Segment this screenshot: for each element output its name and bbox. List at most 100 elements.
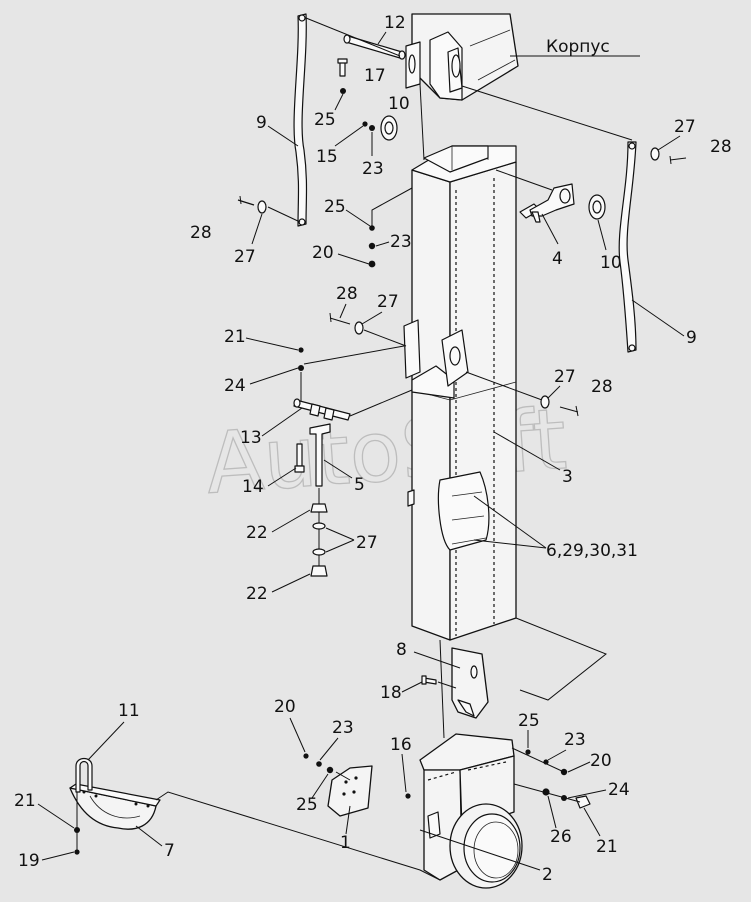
callout-21a: 21 — [224, 327, 246, 347]
callout-2: 2 — [542, 865, 553, 885]
part-28-27-left — [237, 195, 267, 214]
leader-23b — [375, 241, 390, 247]
callout-27e: 27 — [356, 533, 378, 553]
callout-14: 14 — [242, 477, 264, 497]
leader-21a — [245, 337, 299, 351]
leader-19 — [41, 851, 75, 861]
leader-9b — [631, 299, 685, 337]
callout-21c: 21 — [14, 791, 36, 811]
leader-7 — [135, 825, 163, 847]
callout-6-29-30-31: 6,29,30,31 — [546, 541, 638, 561]
leader-22a — [271, 509, 311, 533]
callout-8: 8 — [396, 640, 407, 660]
callout-25b: 25 — [324, 197, 346, 217]
callout-28c: 28 — [336, 284, 358, 304]
fastener-chain-lower-left — [303, 753, 334, 774]
leader-27c — [361, 311, 383, 325]
part-10-washer-right — [588, 194, 606, 220]
callout-15: 15 — [316, 147, 338, 167]
callout-27c: 27 — [377, 292, 399, 312]
callout-28a: 28 — [190, 223, 212, 243]
callout-3: 3 — [562, 467, 573, 487]
part-4-lever — [529, 183, 575, 223]
callout-4: 4 — [552, 249, 563, 269]
leader-6b — [473, 539, 547, 549]
callout-27b: 27 — [674, 117, 696, 137]
part-24-washer-mid — [298, 365, 304, 371]
callout-26: 26 — [550, 827, 572, 847]
assembly-line-tray — [155, 791, 441, 881]
housing-top — [405, 13, 519, 101]
part-2-spout — [419, 733, 523, 889]
leader-25c — [311, 773, 329, 799]
callout-23a: 23 — [362, 159, 384, 179]
callout-17: 17 — [364, 66, 386, 86]
callout-27a: 27 — [234, 247, 256, 267]
assembly-line-bottom-right — [515, 617, 607, 701]
callout-7: 7 — [164, 841, 175, 861]
callout-21b: 21 — [596, 837, 618, 857]
fastener-stack-left — [368, 225, 376, 268]
assembly-line-plate — [437, 681, 457, 689]
callout-9b: 9 — [686, 328, 697, 348]
callout-22a: 22 — [246, 523, 268, 543]
assembly-line-right-chain-1 — [511, 747, 565, 773]
leader-26 — [547, 795, 557, 829]
assembly-line-lever — [495, 169, 553, 191]
leader-20a — [337, 253, 370, 265]
assembly-line-left-pin — [267, 206, 301, 223]
assembly-line-right-chain-2 — [513, 783, 581, 803]
callout-22b: 22 — [246, 584, 268, 604]
callout-5: 5 — [354, 475, 365, 495]
assembly-line-left-stack — [371, 187, 413, 226]
callout-27d: 27 — [554, 367, 576, 387]
callout-1: 1 — [340, 833, 351, 853]
part-28-27-middle — [329, 312, 364, 335]
part-13-shaft — [293, 398, 351, 421]
part-10-washer-upper — [362, 115, 398, 141]
leader-12 — [377, 31, 387, 45]
callout-24b: 24 — [608, 780, 630, 800]
leader-27e-1 — [325, 527, 355, 541]
part-27-28-right-middle — [540, 395, 579, 417]
leader-20b — [289, 717, 306, 753]
part-18-bolt — [421, 675, 437, 685]
callout-23c: 23 — [332, 718, 354, 738]
callout-23b: 23 — [390, 232, 412, 252]
callout-23d: 23 — [564, 730, 586, 750]
part-8-plate — [451, 647, 489, 719]
part-22-nut-lower — [310, 565, 328, 577]
leader-16 — [401, 753, 407, 793]
leader-6a — [473, 495, 547, 549]
leader-9a — [267, 125, 299, 147]
leader-14 — [267, 467, 297, 487]
callout-13: 13 — [240, 428, 262, 448]
callout-10a: 10 — [388, 94, 410, 114]
leader-2 — [419, 829, 541, 871]
leader-13 — [261, 407, 303, 437]
leader-15 — [334, 125, 364, 147]
part-21-nut-mid — [298, 347, 304, 353]
part-27-washer-lower-2 — [312, 548, 326, 556]
assembly-line-bottom-center — [439, 639, 445, 739]
callout-11: 11 — [118, 701, 140, 721]
housing-label: Корпус — [546, 37, 610, 57]
leader-24a — [249, 367, 299, 385]
leader-10b — [597, 219, 607, 251]
part-22-nut-upper — [310, 503, 328, 513]
callout-19: 19 — [18, 851, 40, 871]
part-19-washer — [74, 849, 80, 855]
callout-18: 18 — [380, 683, 402, 703]
part-27-washer-lower-1 — [312, 522, 326, 530]
part-16-pin — [405, 793, 411, 799]
part-11-u-bolt — [75, 757, 93, 793]
leader-8 — [413, 651, 461, 669]
leader-1 — [345, 805, 351, 835]
part-27-28-right-top — [650, 147, 687, 165]
callout-10b: 10 — [600, 253, 622, 273]
leader-21b — [583, 807, 601, 837]
fastener-chain-lower-right — [525, 749, 591, 809]
part-9-strap-left — [293, 13, 308, 227]
leader-21c — [37, 803, 75, 829]
